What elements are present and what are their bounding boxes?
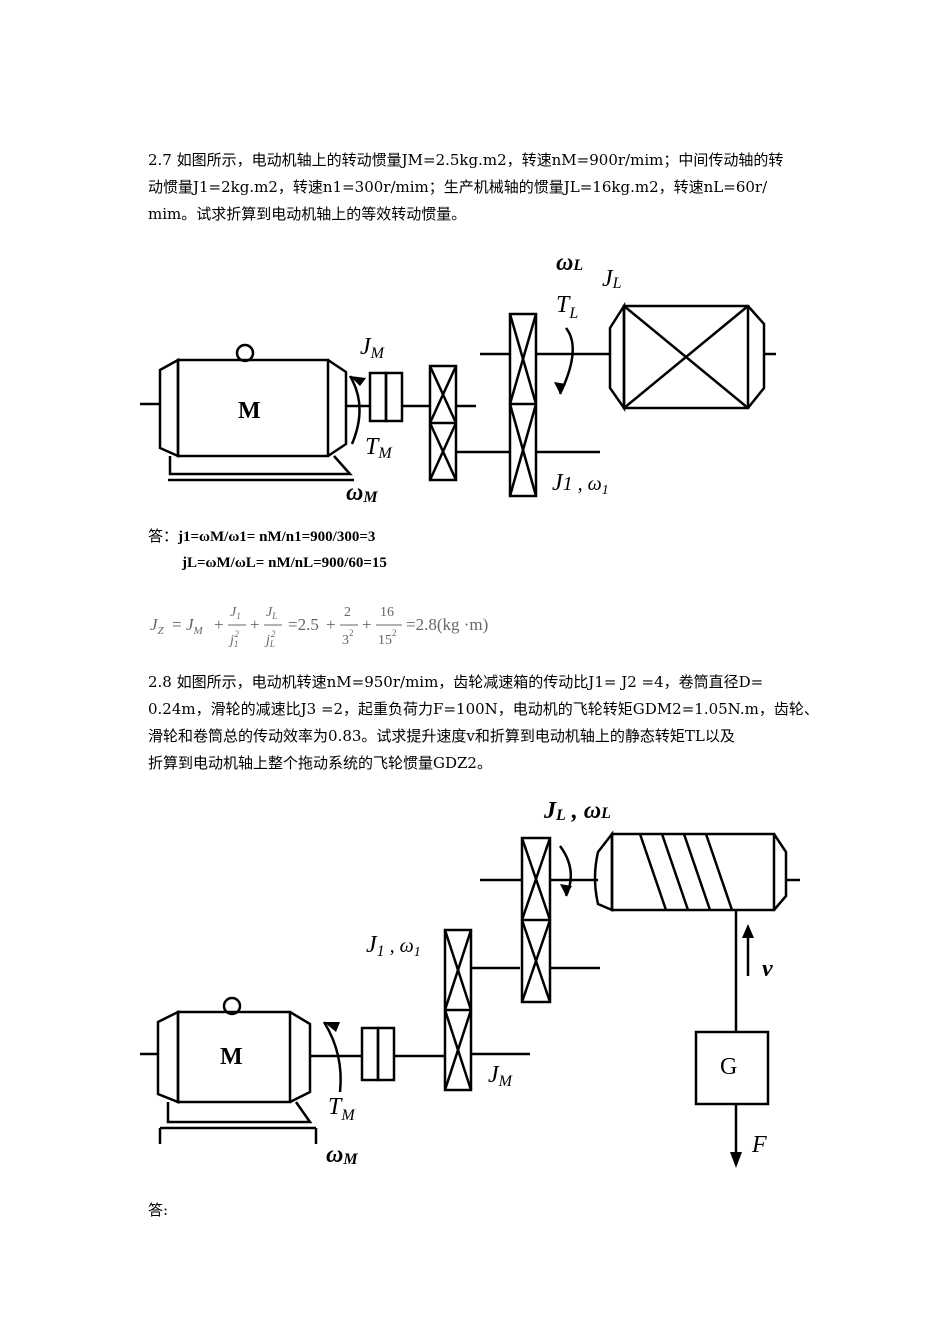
jm-label: JM bbox=[360, 334, 386, 362]
wm-label: ωM bbox=[326, 1142, 358, 1168]
jl-wl-label: JL , ωL bbox=[543, 798, 611, 824]
formula-part: 32 bbox=[342, 628, 354, 648]
wm-label: ωM bbox=[346, 480, 378, 506]
tm-label: TM bbox=[365, 434, 393, 462]
formula-part: 2 bbox=[344, 605, 351, 620]
problem-line: 2.8 如图所示，电动机转速nM=950r/mim，齿轮减速箱的传动比J1= J… bbox=[148, 673, 764, 691]
f-label: F bbox=[751, 1132, 767, 1158]
formula-part: j12 bbox=[228, 629, 239, 649]
formula-part: + bbox=[250, 615, 260, 634]
figure-2-8-diagram: M JL , ωL J1 , ω1 JM TM ωM v G F bbox=[140, 798, 800, 1168]
answer-2-7: 答：j1=ωM/ω1= nM/n1=900/300=3 jL=ωM/ωL= nM… bbox=[148, 523, 387, 576]
problem-line: 2.7 如图所示，电动机轴上的转动惯量JM=2.5kg.m2，转速nM=900r… bbox=[148, 151, 784, 169]
tm-label: TM bbox=[328, 1094, 356, 1124]
v-label: v bbox=[762, 956, 773, 982]
jm-label: JM bbox=[488, 1062, 514, 1090]
equivalent-inertia-formula: JZ = JM + J1 j12 + JL jL2 =2.5 + 2 32 + … bbox=[150, 605, 488, 649]
answer-line: jL=ωM/ωL= nM/nL=900/60=15 bbox=[182, 555, 387, 571]
problem-line: 动惯量J1=2kg.m2，转速n1=300r/mim；生产机械轴的惯量JL=16… bbox=[148, 178, 768, 196]
problem-line: mim。试求折算到电动机轴上的等效转动惯量。 bbox=[148, 205, 467, 223]
formula-part: 152 bbox=[378, 628, 397, 648]
tl-label: TL bbox=[556, 292, 578, 322]
formula-part: =2.5 bbox=[288, 615, 319, 634]
formula-part: jL2 bbox=[264, 629, 276, 649]
problem-line: 0.24m，滑轮的减速比J3 =2，起重负荷力F=100N，电动机的飞轮转矩GD… bbox=[148, 700, 819, 718]
formula-part: + bbox=[326, 615, 336, 634]
answer-2-8: 答: bbox=[148, 1197, 168, 1224]
formula-part: + bbox=[214, 615, 224, 634]
answer-label: 答: bbox=[148, 1201, 169, 1219]
formula-part: =2.8(kg ·m) bbox=[406, 615, 488, 634]
j1-w1-label: J1 , ω1 bbox=[552, 470, 609, 498]
wl-label: ωL bbox=[556, 250, 583, 276]
answer-line: j1=ωM/ω1= nM/n1=900/300=3 bbox=[178, 529, 376, 545]
motor-label: M bbox=[238, 398, 261, 424]
answer-label: 答： bbox=[148, 527, 179, 545]
motor-label: M bbox=[220, 1044, 243, 1070]
formula-part: JL bbox=[266, 605, 277, 621]
formula-part: 16 bbox=[380, 605, 394, 620]
g-label: G bbox=[720, 1054, 737, 1080]
formula-part: + bbox=[362, 615, 372, 634]
problem-2-8-text: 2.8 如图所示，电动机转速nM=950r/mim，齿轮减速箱的传动比J1= J… bbox=[148, 669, 820, 777]
formula-part: JZ bbox=[150, 615, 165, 637]
problem-2-7-text: 2.7 如图所示，电动机轴上的转动惯量JM=2.5kg.m2，转速nM=900r… bbox=[148, 147, 820, 228]
problem-line: 滑轮和卷筒总的传动效率为0.83。试求提升速度v和折算到电动机轴上的静态转矩TL… bbox=[148, 727, 735, 745]
jl-label: JL bbox=[602, 266, 622, 292]
formula-part: JM bbox=[186, 615, 204, 637]
formula-part: = bbox=[172, 615, 182, 634]
formula-part: J1 bbox=[230, 605, 241, 621]
problem-line: 折算到电动机轴上整个拖动系统的飞轮惯量GDZ2。 bbox=[148, 754, 492, 772]
j1-w1-label: J1 , ω1 bbox=[366, 932, 421, 960]
figure-2-7-diagram: M JM TM ωM ωL JL TL J1 , ω1 bbox=[140, 250, 776, 506]
